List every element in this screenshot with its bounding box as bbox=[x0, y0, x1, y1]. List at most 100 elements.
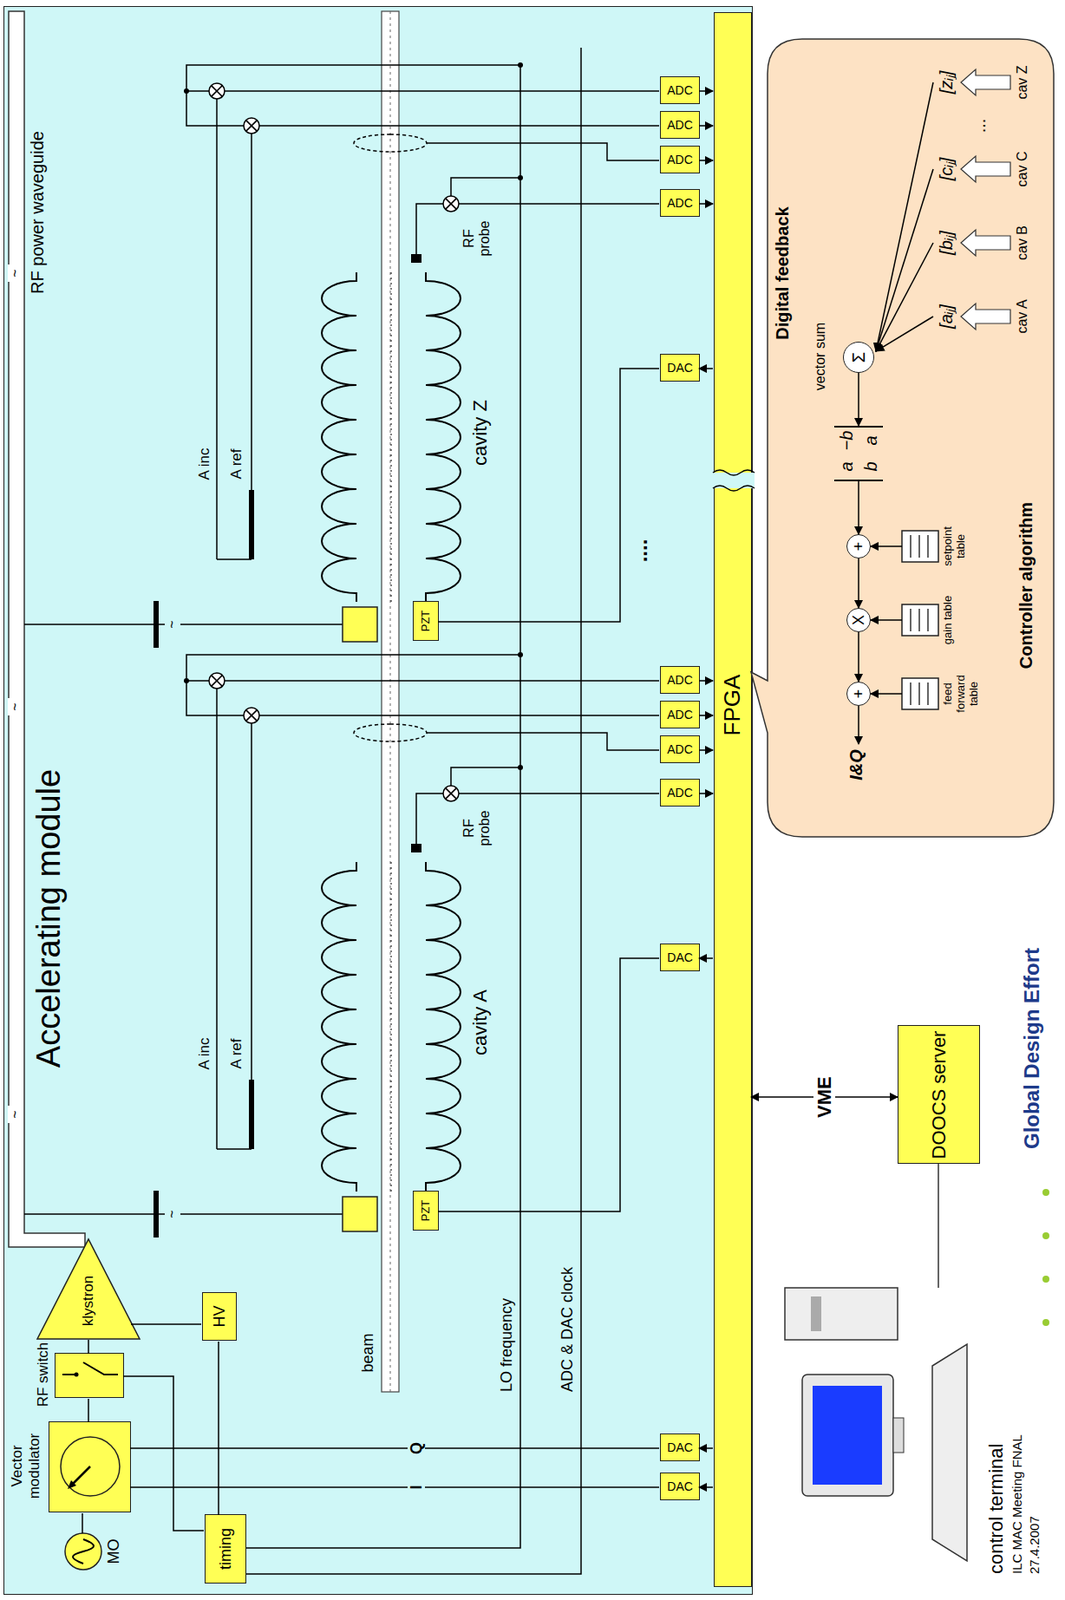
annotation-label: [aᵢⱼ] bbox=[936, 294, 957, 339]
connector bbox=[857, 372, 860, 426]
connector bbox=[699, 202, 713, 205]
annotation-label: cav A bbox=[1014, 290, 1031, 343]
text-holder bbox=[901, 604, 939, 636]
drawing-rect bbox=[812, 1385, 883, 1485]
converter-box: ADC bbox=[659, 76, 700, 105]
connector bbox=[870, 619, 902, 621]
text-holder: ADC bbox=[660, 701, 700, 728]
converter-box: ADC bbox=[659, 778, 700, 807]
annotation-label: ~ bbox=[164, 616, 181, 633]
connector bbox=[699, 714, 713, 717]
vector-modulator-outline bbox=[49, 1420, 132, 1512]
annotation-label: RF probe bbox=[461, 802, 494, 855]
drawing-rect bbox=[810, 1296, 822, 1332]
text-holder: X bbox=[847, 608, 870, 632]
text-holder: ADC bbox=[660, 736, 700, 763]
connector bbox=[857, 558, 860, 608]
node-text: −b bbox=[836, 431, 857, 451]
node-text: ADC bbox=[666, 672, 693, 687]
node-text: HV bbox=[210, 1306, 229, 1328]
fpga-bar: FPGA bbox=[713, 12, 752, 1588]
drawing-rect bbox=[381, 11, 399, 1392]
converter-box: DAC bbox=[659, 943, 700, 972]
text-holder bbox=[55, 1353, 124, 1398]
converter-box: ADC bbox=[659, 189, 700, 217]
annotation-label: A inc bbox=[196, 437, 214, 491]
connector bbox=[87, 1398, 90, 1423]
connector bbox=[130, 1447, 660, 1450]
control-terminal-icon bbox=[784, 1162, 967, 1562]
node-text: Controller algorithm bbox=[1016, 455, 1037, 716]
annotation-label: ~ bbox=[7, 1105, 24, 1124]
drawing-circle bbox=[1042, 1319, 1050, 1327]
node-text: timing bbox=[216, 1528, 236, 1570]
annotation-label: cav B bbox=[1014, 216, 1031, 269]
drawing-polygon bbox=[960, 69, 1011, 96]
drawing-g bbox=[858, 69, 1011, 745]
converter-box: ADC bbox=[659, 666, 700, 694]
annotation-label: RF power waveguide bbox=[27, 108, 48, 317]
connector bbox=[437, 958, 660, 1212]
annotation-label: ~ bbox=[7, 698, 24, 716]
connector bbox=[130, 1486, 660, 1489]
annotation-label: [cᵢⱼ] bbox=[936, 147, 957, 191]
drawing-polygon bbox=[960, 303, 1011, 330]
drawing-path bbox=[67, 1480, 77, 1490]
text-holder: ADC bbox=[660, 146, 700, 173]
node-text: DOOCS server bbox=[927, 1031, 950, 1160]
lookup-table: gain table bbox=[901, 604, 939, 636]
drawing-path bbox=[8, 11, 85, 1248]
drawing-rect bbox=[784, 1287, 898, 1340]
converter-box: ADC bbox=[659, 700, 700, 729]
annotation-label: ADC & DAC clock bbox=[558, 1244, 577, 1392]
annotation-label: ... bbox=[969, 104, 990, 148]
converter-box: DAC bbox=[659, 353, 700, 382]
fpga-bar-outline bbox=[714, 11, 753, 1587]
text-holder: DAC bbox=[660, 1473, 700, 1500]
edge-label: Q bbox=[407, 1439, 426, 1458]
connector bbox=[699, 679, 713, 682]
connector bbox=[699, 124, 713, 127]
node-text: MO bbox=[104, 1525, 124, 1578]
node-text: Σ bbox=[849, 352, 869, 363]
node-text: b bbox=[861, 461, 882, 471]
text-holder: HV bbox=[202, 1293, 236, 1340]
annotation-label: A ref bbox=[228, 1027, 246, 1080]
annotation-label: ILC MAC Meeting FNAL bbox=[1009, 1313, 1025, 1575]
drawing-path bbox=[391, 862, 393, 1192]
drawing-path bbox=[425, 272, 461, 602]
drawing-use bbox=[24, 62, 660, 648]
drawing-circle bbox=[65, 1533, 102, 1570]
rf-switch: RF switch bbox=[54, 1352, 125, 1399]
pzt-box: PZT bbox=[412, 1190, 439, 1231]
cavity-outline bbox=[320, 272, 463, 602]
lookup-table: setpoint table bbox=[901, 530, 939, 562]
connector bbox=[870, 692, 902, 695]
connector bbox=[130, 1323, 202, 1326]
controller-bubble-outline bbox=[767, 39, 1054, 837]
annotation-label: LO frequency bbox=[497, 1270, 517, 1392]
annotation-label: 27.4.2007 bbox=[1026, 1400, 1042, 1575]
drawing-path bbox=[425, 862, 461, 1192]
connector bbox=[857, 481, 860, 535]
drawing-polygon bbox=[960, 156, 1011, 183]
text-holder: + bbox=[847, 682, 870, 706]
node-text: + bbox=[849, 542, 869, 552]
controller-bubble: Digital feedbackController algorithmΣvec… bbox=[767, 39, 1054, 837]
text-holder: ADC bbox=[660, 189, 700, 216]
connector bbox=[857, 632, 860, 682]
node-text: ADC bbox=[666, 196, 693, 210]
drawing-path bbox=[390, 11, 392, 1392]
hv-box: HV bbox=[202, 1292, 237, 1341]
node-text: feed forward table bbox=[941, 666, 981, 722]
node-text: klystron bbox=[79, 1266, 98, 1336]
drawing-circle bbox=[60, 1437, 120, 1497]
annotation-label: .... bbox=[627, 529, 653, 573]
drawing-path bbox=[751, 39, 1054, 837]
drawing-path bbox=[712, 470, 755, 491]
server-box: DOOCS server bbox=[897, 1025, 981, 1165]
text-holder bbox=[767, 39, 1054, 837]
converter-box: ADC bbox=[659, 145, 700, 174]
lookup-table-outline bbox=[901, 604, 939, 636]
